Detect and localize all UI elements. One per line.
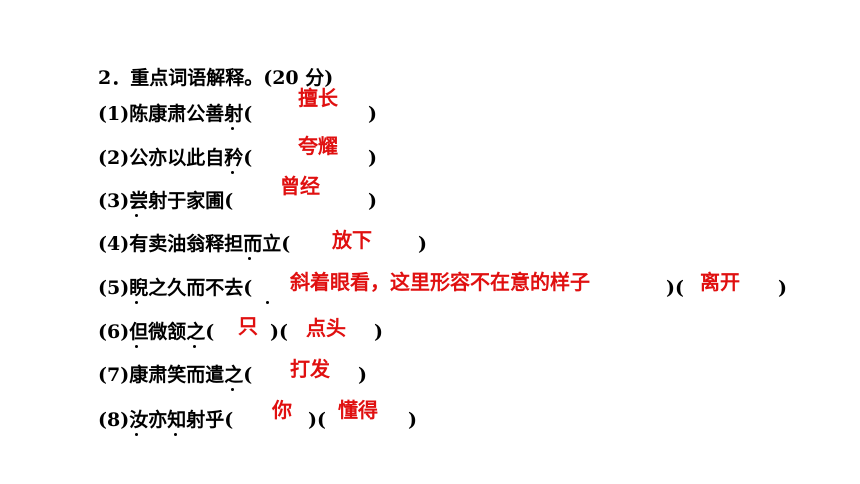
item-5-answer-2: 离开 <box>700 270 740 294</box>
item-2-close-paren: ) <box>368 147 377 169</box>
item-6: (6)但微颔之( )( ) <box>98 312 383 352</box>
item-6-answer-2: 点头 <box>306 316 346 340</box>
item-8-close-paren: ) <box>408 409 417 431</box>
item-8-answer-2: 懂得 <box>338 398 378 422</box>
item-5: (5)睨之久而不去( )( ) <box>98 268 787 308</box>
item-3-close-paren: ) <box>368 190 377 212</box>
item-7-text: (7)康肃笑而遣之( <box>98 364 253 386</box>
item-5-answer-1: 斜着眼看，这里形容不在意的样子 <box>290 270 590 294</box>
emphasis-dot <box>135 345 138 348</box>
item-4-answer: 放下 <box>332 228 372 252</box>
item-5-text: (5)睨之久而不去( <box>98 277 253 299</box>
item-7: (7)康肃笑而遣之( ) <box>98 355 367 395</box>
emphasis-dot <box>231 171 234 174</box>
emphasis-dot <box>248 257 251 260</box>
item-2-text: (2)公亦以此自矜( <box>98 147 253 169</box>
item-6-text: (6)但微颔之( <box>98 321 215 343</box>
emphasis-dot <box>193 345 196 348</box>
item-5-close-paren: ) <box>778 277 787 299</box>
item-2-answer: 夸耀 <box>298 134 338 158</box>
item-1-answer: 擅长 <box>298 86 338 110</box>
emphasis-dot <box>231 127 234 130</box>
question-heading: 2．重点词语解释。(20 分) <box>98 67 334 89</box>
item-7-close-paren: ) <box>358 364 367 386</box>
item-1: (1)陈康肃公善射( ) <box>98 94 377 134</box>
item-6-answer-1: 只 <box>238 314 258 338</box>
item-7-answer: 打发 <box>290 357 330 381</box>
item-5-middle-paren: )( <box>666 277 684 299</box>
emphasis-dot <box>174 433 177 436</box>
item-8-answer-1: 你 <box>272 398 292 422</box>
emphasis-dot <box>231 388 234 391</box>
item-8: (8)汝亦知射乎( )( ) <box>98 400 417 440</box>
item-8-text: (8)汝亦知射乎( <box>98 409 234 431</box>
item-4: (4)有卖油翁释担而立( ) <box>98 224 427 264</box>
item-3-text: (3)尝射于家圃( <box>98 190 234 212</box>
emphasis-dot <box>135 301 138 304</box>
item-4-text: (4)有卖油翁释担而立( <box>98 233 291 255</box>
emphasis-dot <box>135 214 138 217</box>
item-1-close-paren: ) <box>368 103 377 125</box>
item-2: (2)公亦以此自矜( ) <box>98 138 377 178</box>
emphasis-dot <box>135 433 138 436</box>
item-3-answer: 曾经 <box>280 174 320 198</box>
item-8-middle-paren: )( <box>308 409 326 431</box>
item-1-text: (1)陈康肃公善射( <box>98 103 253 125</box>
item-3: (3)尝射于家圃( ) <box>98 181 377 221</box>
item-6-close-paren: ) <box>374 321 383 343</box>
item-4-close-paren: ) <box>418 233 427 255</box>
item-6-middle-paren: )( <box>270 321 288 343</box>
emphasis-dot <box>266 301 269 304</box>
